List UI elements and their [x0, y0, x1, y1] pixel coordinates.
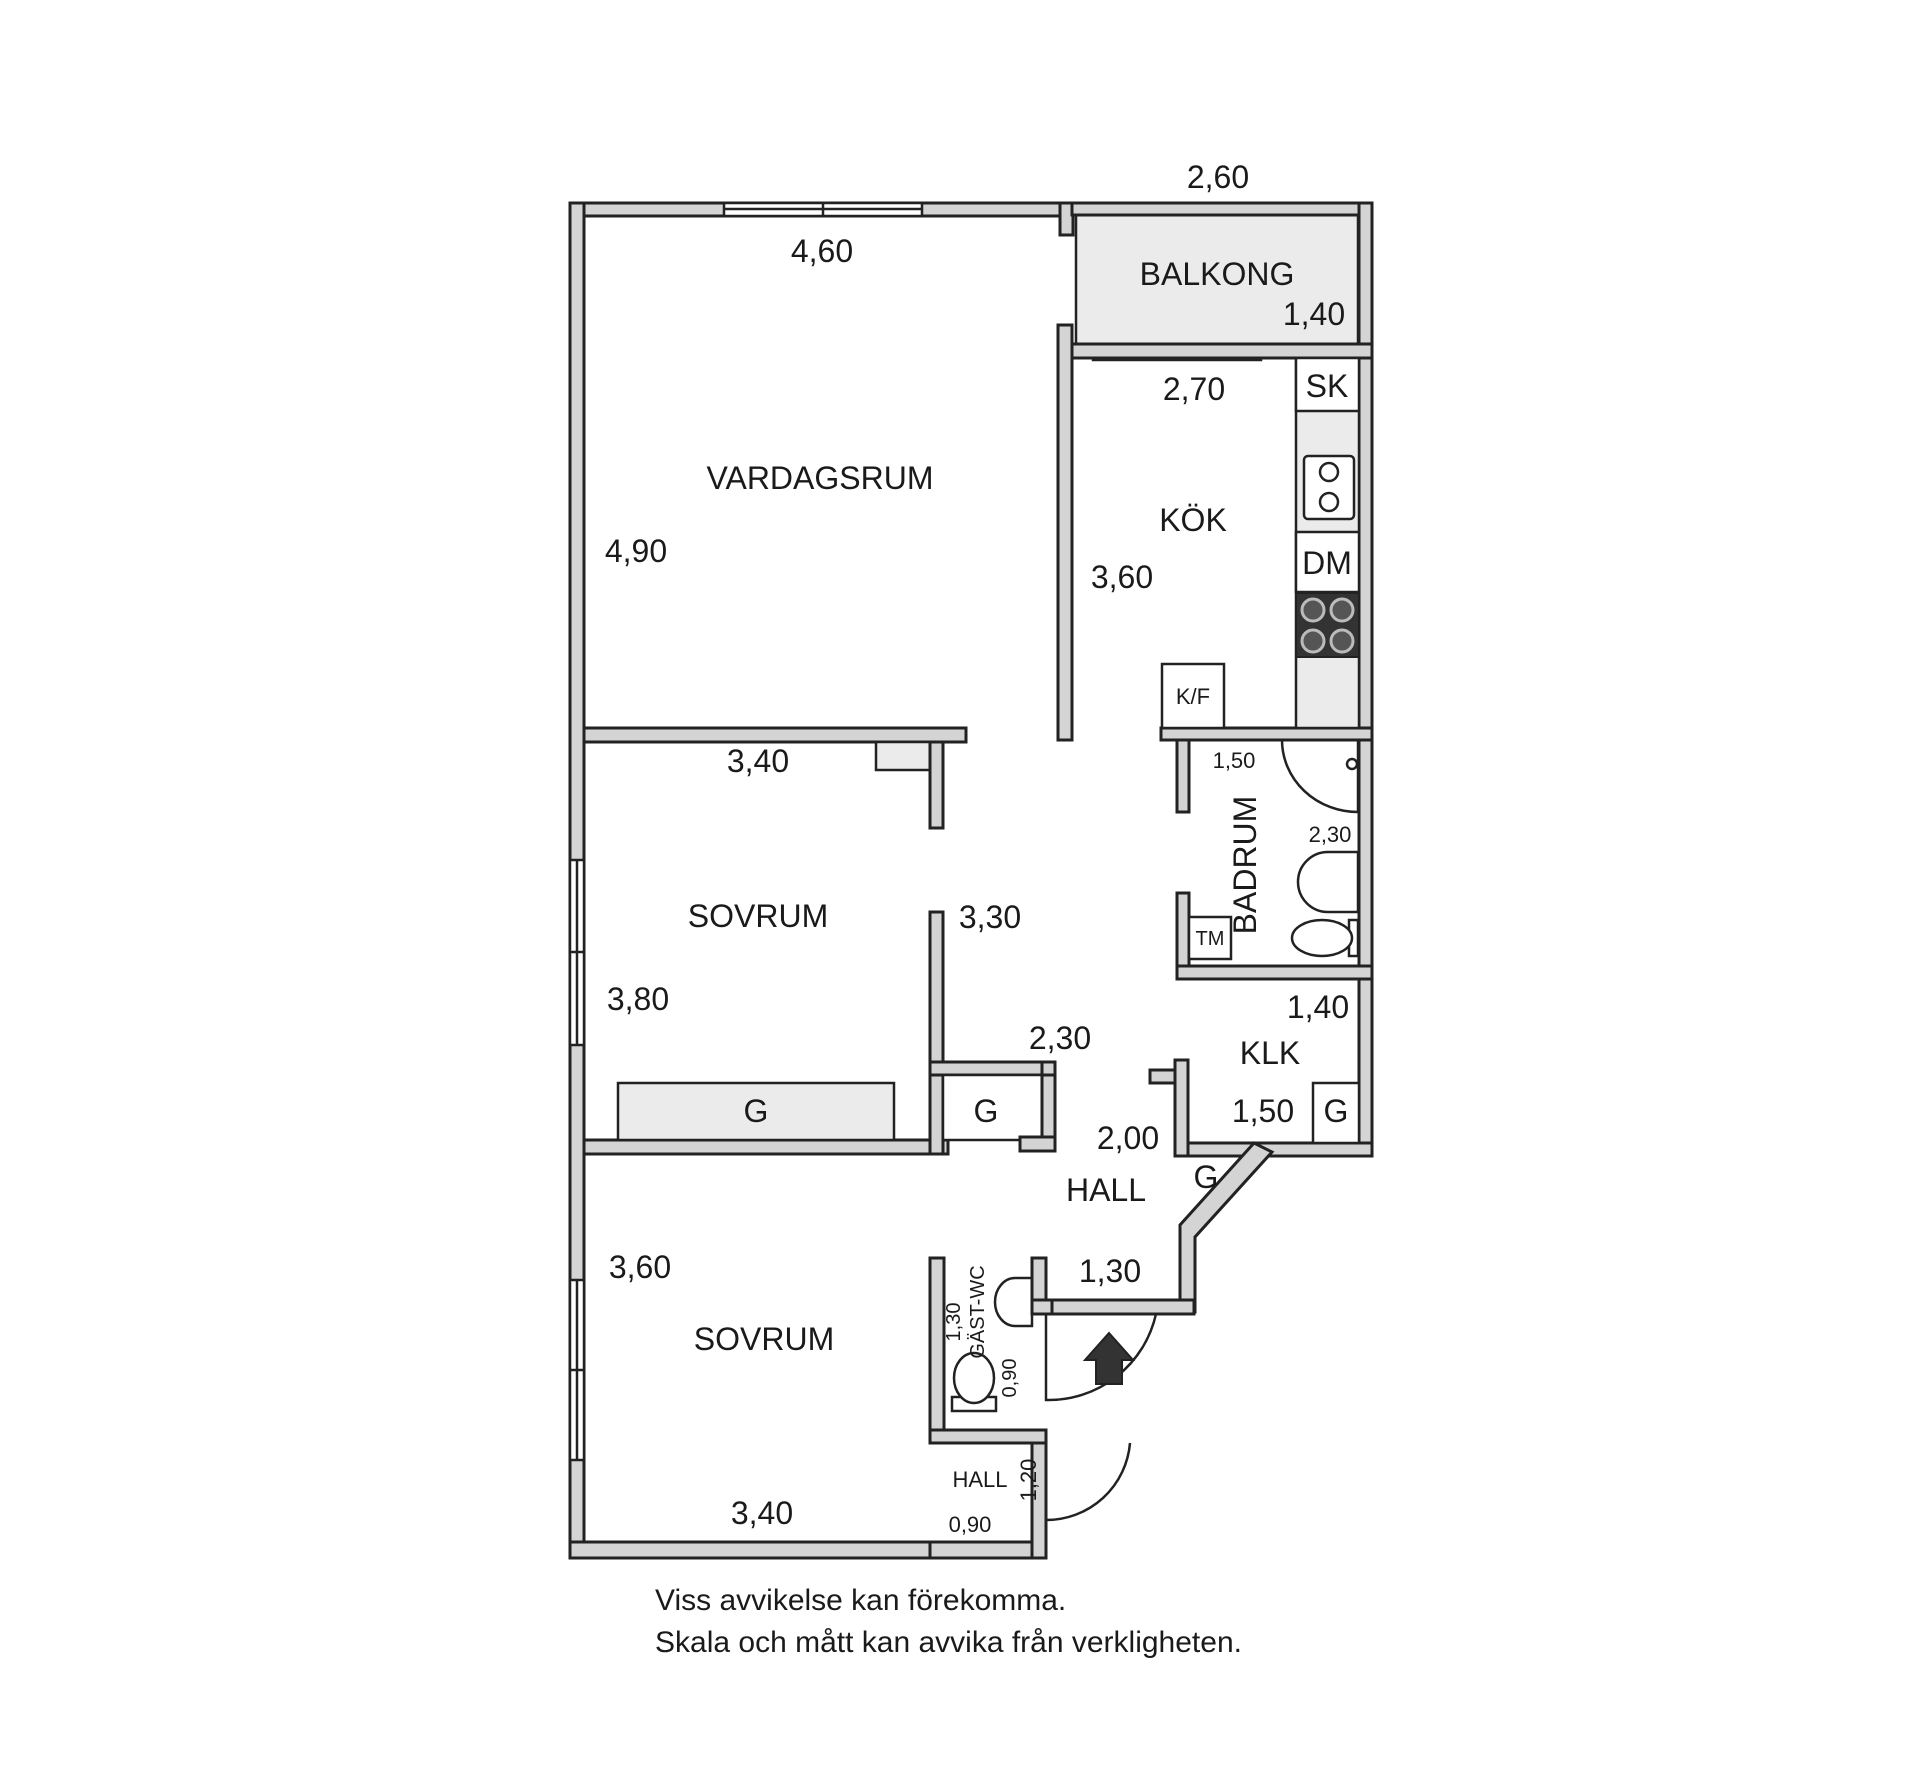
dimension-hall-small-depth: 1,20 — [1016, 1459, 1041, 1502]
dimension-corridor-length: 3,30 — [959, 899, 1021, 935]
fixture-label-sk: SK — [1306, 368, 1349, 404]
fixture-label-g-sovrum: G — [744, 1093, 769, 1129]
dimension-sovrum1-width: 3,40 — [727, 743, 789, 779]
balcony-floor — [1074, 213, 1360, 346]
room-label-balkong: BALKONG — [1140, 256, 1295, 292]
dimension-vardagsrum-depth: 4,90 — [605, 533, 667, 569]
dimension-corridor-width: 2,30 — [1029, 1020, 1091, 1056]
dimension-badrum-width: 1,50 — [1213, 748, 1256, 773]
dimension-badrum-depth: 2,30 — [1309, 822, 1352, 847]
dimension-kok-width: 2,70 — [1163, 371, 1225, 407]
room-label-hall: HALL — [1066, 1172, 1146, 1208]
bathroom-fixtures — [1187, 738, 1360, 961]
dimension-balkong-depth: 1,40 — [1283, 296, 1345, 332]
room-label-sovrum-2: SOVRUM — [694, 1321, 834, 1357]
dimension-klk-depth: 1,50 — [1232, 1093, 1294, 1129]
dimension-sovrum2-depth: 3,60 — [609, 1249, 671, 1285]
room-label-sovrum-1: SOVRUM — [688, 898, 828, 934]
windows — [568, 201, 1263, 1462]
interior-walls — [582, 323, 1374, 1445]
dimension-gastwc-depth: 1,30 — [943, 1303, 965, 1342]
dimension-sovrum1-depth: 3,80 — [607, 981, 669, 1017]
dimension-hall-small-width: 0,90 — [949, 1512, 992, 1537]
disclaimer-line-1: Viss avvikelse kan förekomma. — [655, 1584, 1067, 1617]
dimension-sovrum2-width: 3,40 — [731, 1495, 793, 1531]
fixture-label-g-klk: G — [1324, 1093, 1349, 1129]
dimension-balkong-width: 2,60 — [1187, 159, 1249, 195]
kitchen-counter — [1160, 356, 1361, 730]
disclaimer: Viss avvikelse kan förekomma. Skala och … — [655, 1580, 1242, 1664]
disclaimer-line-2: Skala och mått kan avvika från verklighe… — [655, 1626, 1242, 1659]
fixture-label-g-hall-diag: G — [1194, 1159, 1219, 1195]
room-label-klk: KLK — [1240, 1035, 1300, 1071]
dimension-kok-depth: 3,60 — [1091, 559, 1153, 595]
room-label-gast-wc: GÄST-WC — [967, 1265, 989, 1358]
room-label-hall-small: HALL — [952, 1467, 1007, 1492]
fixture-label-dm: DM — [1302, 545, 1352, 581]
dimension-hall-depth: 1,30 — [1079, 1253, 1141, 1289]
closets — [616, 1073, 1361, 1153]
room-label-kok: KÖK — [1159, 502, 1227, 538]
dimension-vardagsrum-width: 4,60 — [791, 233, 853, 269]
dimension-hall-width: 2,00 — [1097, 1120, 1159, 1156]
dimension-gastwc-width: 0,90 — [999, 1359, 1021, 1398]
room-label-badrum: BADRUM — [1227, 796, 1263, 935]
guest-wc-fixtures — [950, 1276, 1034, 1413]
room-label-vardagsrum: VARDAGSRUM — [707, 460, 934, 496]
fixture-label-tm: TM — [1196, 928, 1225, 950]
fixture-label-kf: K/F — [1176, 684, 1210, 709]
entrance-arrow — [1082, 1331, 1136, 1385]
dimension-klk-width: 1,40 — [1287, 989, 1349, 1025]
fixture-label-g-hall-closet: G — [974, 1093, 999, 1129]
